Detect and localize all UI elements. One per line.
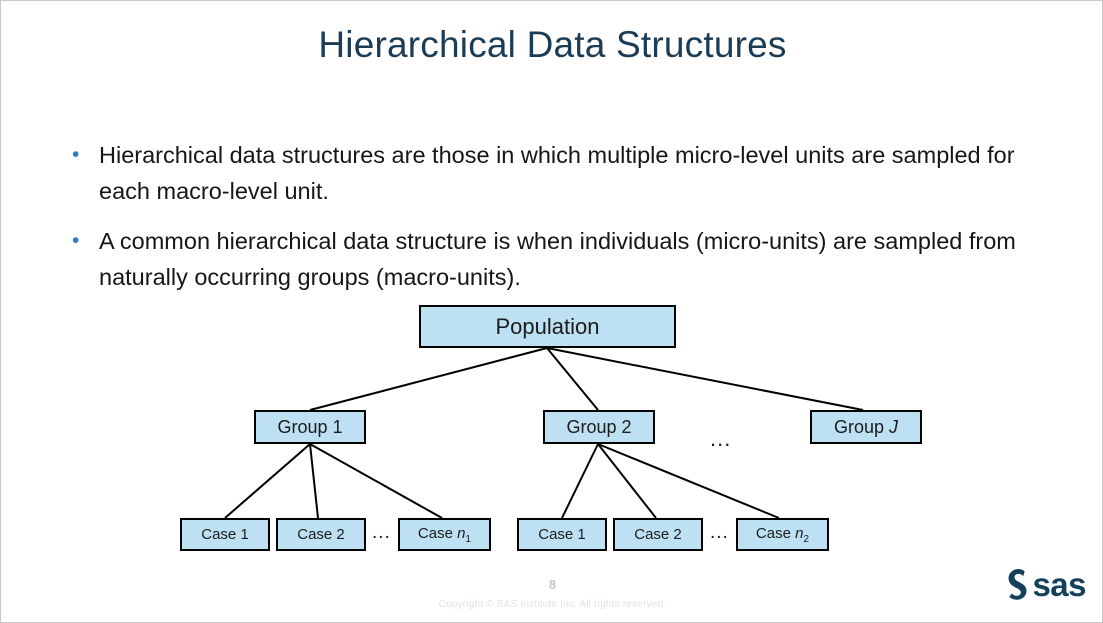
bullet-marker-icon: • xyxy=(72,143,80,166)
edge-group2-case1 xyxy=(561,443,599,519)
node-group-j[interactable]: Group J xyxy=(810,410,922,444)
ellipsis-cases-group1: ... xyxy=(372,522,391,543)
node-group-1[interactable]: Group 1 xyxy=(254,410,366,444)
node-population[interactable]: Population xyxy=(419,305,676,348)
sas-swirl-icon xyxy=(1008,569,1027,600)
bullet-text-1: Hierarchical data structures are those i… xyxy=(99,142,1015,204)
node-group-j-label: Group J xyxy=(833,416,899,437)
node-group-2-label: Group 2 xyxy=(566,416,632,437)
copyright-notice: Copyright © SAS Institute Inc. All right… xyxy=(438,599,667,610)
edge-group1-case1 xyxy=(224,443,311,519)
edge-population-group2 xyxy=(546,347,599,411)
edge-population-groupJ xyxy=(546,347,864,411)
node-group-1-label: Group 1 xyxy=(277,416,343,437)
node-case-g2-n[interactable]: Case n2 xyxy=(736,518,829,551)
ellipsis-groups: ... xyxy=(710,426,732,451)
node-case-g2-n-label: Case n2 xyxy=(755,524,810,545)
node-case-g1-n-label: Case n1 xyxy=(417,524,472,545)
edge-group1-caseN xyxy=(309,443,443,519)
bullet-item-1: • Hierarchical data structures are those… xyxy=(67,137,1027,209)
node-case-g2-2-label: Case 2 xyxy=(634,526,682,543)
node-case-g1-1-label: Case 1 xyxy=(201,526,249,543)
sas-logo: sas xyxy=(1004,567,1086,601)
node-case-g1-2-label: Case 2 xyxy=(297,526,345,543)
node-case-g2-2[interactable]: Case 2 xyxy=(613,518,703,551)
node-case-g2-1-label: Case 1 xyxy=(538,526,586,543)
edge-group2-case2 xyxy=(597,443,657,519)
edge-population-group1 xyxy=(309,347,548,411)
node-case-g1-n[interactable]: Case n1 xyxy=(398,518,491,551)
ellipsis-cases-group2: ... xyxy=(710,522,729,543)
node-population-label: Population xyxy=(495,313,600,339)
bullet-marker-icon: • xyxy=(72,229,80,252)
edge-group2-caseN xyxy=(597,443,780,519)
page-number: 8 xyxy=(548,577,557,592)
page-title: Hierarchical Data Structures xyxy=(318,24,787,65)
bullet-item-2: • A common hierarchical data structure i… xyxy=(67,223,1027,295)
sas-logo-text: sas xyxy=(1032,565,1086,603)
edge-group1-case2 xyxy=(309,443,319,519)
node-case-g2-1[interactable]: Case 1 xyxy=(517,518,607,551)
node-case-g1-2[interactable]: Case 2 xyxy=(276,518,366,551)
node-case-g1-1[interactable]: Case 1 xyxy=(180,518,270,551)
node-group-2[interactable]: Group 2 xyxy=(543,410,655,444)
bullet-list: • Hierarchical data structures are those… xyxy=(67,137,1027,309)
bullet-text-2: A common hierarchical data structure is … xyxy=(99,228,1016,290)
